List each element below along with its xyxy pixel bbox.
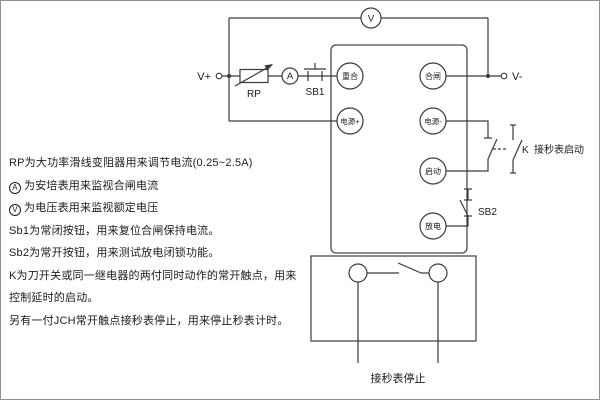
port-close-icon (419, 62, 447, 90)
v-plus-label: V+ (197, 71, 211, 83)
sb2-label: SB2 (478, 207, 497, 218)
v-minus-label: V- (512, 71, 523, 83)
ammeter-icon (281, 67, 299, 85)
port-start-label: 启动 (425, 166, 441, 176)
rheostat-arrow (234, 64, 273, 87)
jch-terminal-left-icon (348, 263, 368, 283)
port-power-minus-icon (419, 107, 447, 135)
junction-dot (486, 74, 490, 78)
v-minus-terminal-icon (500, 72, 508, 80)
port-power-plus-label: 电源+ (340, 116, 360, 126)
ammeter-label: A (287, 71, 294, 82)
note-sb2: Sb2为常开按钮，用来测试放电闭锁功能。 (9, 247, 220, 259)
note-sb1: Sb1为常闭按钮，用来复位合闸保持电流。 (9, 225, 220, 237)
note-voltmeter-text: 为电压表用来监视额定电压 (24, 202, 159, 214)
jch-contact-blade (397, 262, 422, 274)
wires (222, 17, 501, 363)
sb1-button-icon (304, 63, 326, 81)
device-upper-box (330, 44, 468, 254)
sb1-label: SB1 (306, 87, 325, 98)
note-k-line1: K为刀开关或同一继电器的两付同时动作的常开触点，用来 (9, 270, 297, 282)
rheostat-label: RP (247, 89, 261, 100)
note-ammeter-text: 为安培表用来监视合闸电流 (24, 180, 159, 192)
stopwatch-stop-label: 接秒表停止 (371, 371, 426, 385)
v-plus-terminal-icon (215, 72, 223, 80)
sb2-button-icon (459, 188, 472, 217)
port-power-minus-label: 电源- (424, 116, 442, 126)
voltmeter-label: V (368, 14, 375, 25)
circled-a-icon: A (9, 181, 21, 194)
port-power-plus-icon (336, 107, 364, 135)
note-rp: RP为大功率滑线变阻器用来调节电流(0.25~2.5A) (9, 157, 253, 169)
jch-terminal-right-icon (428, 263, 448, 283)
k-switch-label: K (522, 145, 529, 156)
port-reclose-icon (336, 62, 364, 90)
rheostat-arrowhead (264, 64, 273, 71)
device-lower-box (310, 255, 477, 342)
port-reclose-label: 重合 (342, 71, 358, 81)
junction-dot (227, 74, 231, 78)
port-discharge-label: 放电 (425, 221, 441, 231)
note-jch: 另有一付JCH常开触点接秒表停止，用来停止秒表计时。 (9, 315, 289, 327)
port-close-label: 合闸 (425, 71, 441, 81)
note-k-line2: 控制延时的启动。 (9, 292, 99, 304)
k-switch-icon (484, 124, 523, 174)
stopwatch-start-label: 接秒表启动 (534, 143, 584, 156)
port-start-icon (419, 157, 447, 185)
circled-v-icon: V (9, 203, 21, 216)
voltmeter-icon (360, 7, 382, 29)
port-discharge-icon (419, 212, 447, 240)
